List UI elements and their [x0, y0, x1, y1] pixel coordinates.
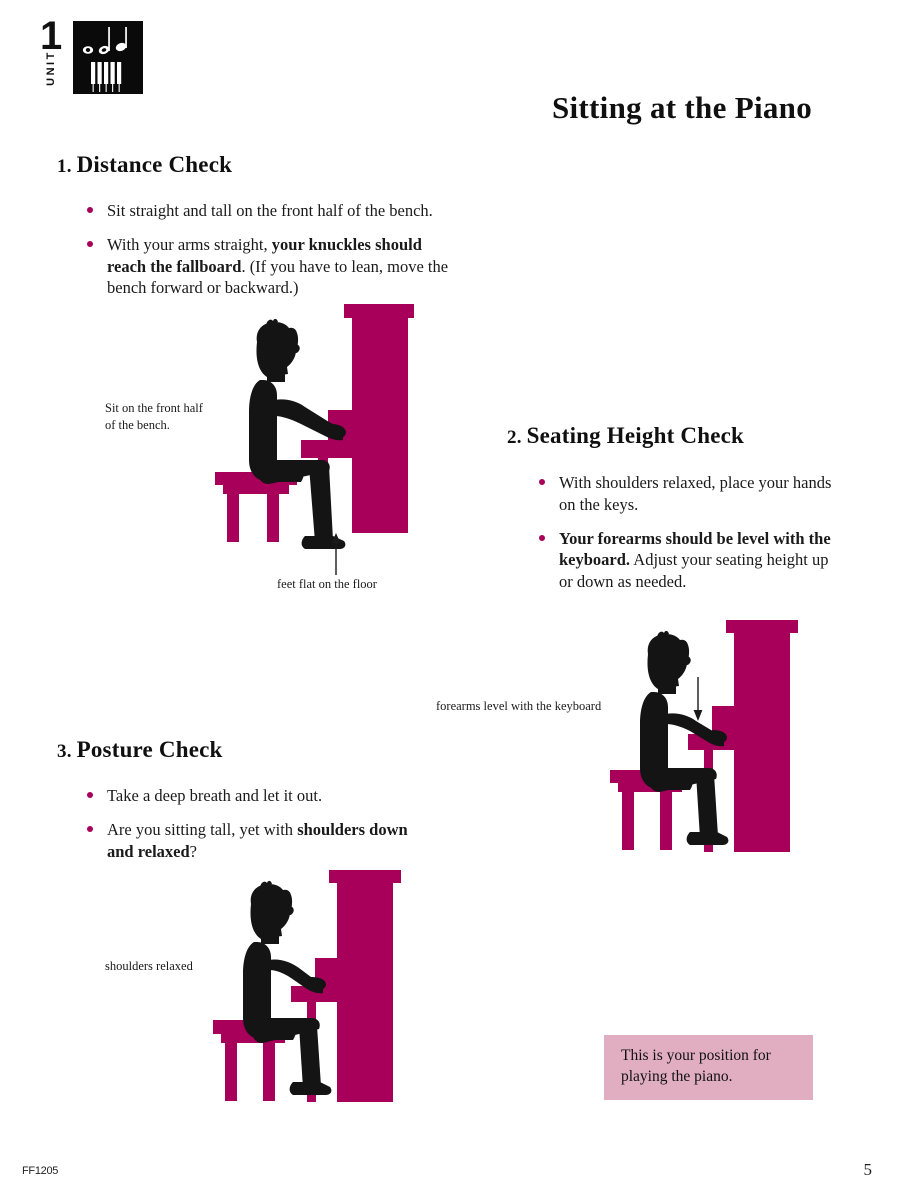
figure-1-side-caption: Sit on the front half of the bench.	[105, 401, 203, 432]
music-notes-keyboard-icon	[73, 21, 143, 94]
up-arrow-icon	[330, 533, 342, 575]
bullet-item: Sit straight and tall on the front half …	[85, 200, 465, 222]
bullet-text: Sit straight and tall on the front half …	[107, 201, 433, 220]
footer-page-number: 5	[863, 1160, 873, 1179]
bullet-list-distance-check: Sit straight and tall on the front half …	[85, 200, 465, 311]
posture-check-illustration	[205, 868, 410, 1103]
section-heading-distance-check: 1. Distance Check	[57, 152, 232, 178]
unit-number: 1	[40, 14, 62, 58]
bullet-tail: Adjust your seating height up or down as…	[559, 550, 829, 592]
section-title-3: Posture Check	[76, 737, 223, 762]
seating-height-illustration	[600, 618, 810, 853]
unit-word: UNIT	[45, 50, 57, 86]
bullet-item: Take a deep breath and let it out.	[85, 785, 415, 807]
piano-shape	[688, 620, 798, 852]
bullet-text: Take a deep breath and let it out.	[107, 786, 323, 805]
bullet-item: With shoulders relaxed, place your hands…	[537, 472, 837, 516]
position-callout-box: This is your position for playing the pi…	[604, 1035, 813, 1100]
section-heading-posture-check: 3. Posture Check	[57, 737, 223, 763]
bullet-item: Your forearms should be level with the k…	[537, 528, 837, 593]
bullet-list-posture-check: Take a deep breath and let it out. Are y…	[85, 785, 415, 874]
bench-shape	[215, 472, 297, 542]
unit-badge: 1 UNIT	[36, 14, 146, 100]
page-title: Sitting at the Piano	[551, 90, 812, 125]
bullet-bold: shoulders down and relaxed	[107, 819, 408, 861]
unit-label-group: 1 UNIT	[36, 14, 66, 100]
bullet-bold: Your forearms should be level with the k…	[559, 528, 831, 570]
down-arrow-icon	[692, 677, 704, 721]
figure-2-side-caption: forearms level with the keyboard	[436, 699, 602, 713]
section-number-1: 1.	[57, 156, 77, 177]
section-title-2: Seating Height Check	[526, 423, 744, 448]
bullet-tail: . (If you have to lean, move the bench f…	[107, 256, 449, 298]
child-silhouette	[249, 318, 346, 549]
bullet-item: With your arms straight, your knuckles s…	[85, 234, 465, 299]
section-heading-seating-height-check: 2. Seating Height Check	[507, 423, 744, 449]
footer-product-code: FF1205	[22, 1165, 59, 1177]
bullet-lead: Are you sitting tall, yet with	[107, 819, 298, 839]
section-number-2: 2.	[507, 427, 527, 448]
bullet-bold: your knuckles should reach the fallboard	[107, 234, 422, 276]
bullet-lead: With your arms straight,	[107, 234, 272, 254]
child-silhouette	[243, 880, 332, 1095]
figure-1-bottom-caption: feet flat on the floor	[277, 577, 377, 591]
bullet-item: Are you sitting tall, yet with shoulders…	[85, 819, 415, 863]
section-title-1: Distance Check	[76, 152, 233, 177]
distance-check-illustration	[205, 300, 430, 550]
callout-text: This is your position for playing the pi…	[621, 1047, 771, 1085]
bullet-text: With shoulders relaxed, place your hands…	[559, 473, 832, 514]
figure-3-side-caption: shoulders relaxed	[105, 959, 193, 973]
child-silhouette	[640, 630, 729, 845]
piano-shape	[291, 870, 401, 1102]
bullet-list-seating-height-check: With shoulders relaxed, place your hands…	[537, 472, 837, 605]
bullet-tail: ?	[189, 841, 197, 861]
section-number-3: 3.	[57, 741, 77, 762]
